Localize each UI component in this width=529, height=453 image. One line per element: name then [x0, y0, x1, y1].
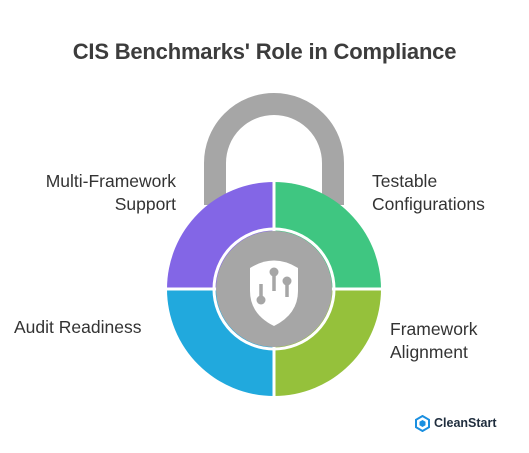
label-line: Audit Readiness: [14, 317, 142, 337]
cleanstart-logo-icon: [415, 414, 430, 432]
label-line: Multi-Framework: [45, 171, 176, 191]
label-audit-readiness: Audit Readiness: [14, 316, 141, 339]
brand-name: CleanStart: [434, 416, 497, 430]
brand-logo: CleanStart: [415, 414, 497, 432]
label-line: Configurations: [372, 194, 485, 214]
padlock-shackle: [204, 93, 344, 205]
label-framework-alignment: Framework Alignment: [390, 318, 478, 364]
label-line: Framework: [390, 319, 478, 339]
label-line: Support: [114, 194, 176, 214]
shield-icon: [250, 260, 298, 326]
label-multi-framework-support: Multi-Framework Support: [46, 170, 176, 216]
label-line: Alignment: [390, 342, 468, 362]
label-testable-configurations: Testable Configurations: [372, 170, 485, 216]
page-title: CIS Benchmarks' Role in Compliance: [72, 39, 457, 64]
label-line: Testable: [372, 171, 438, 191]
